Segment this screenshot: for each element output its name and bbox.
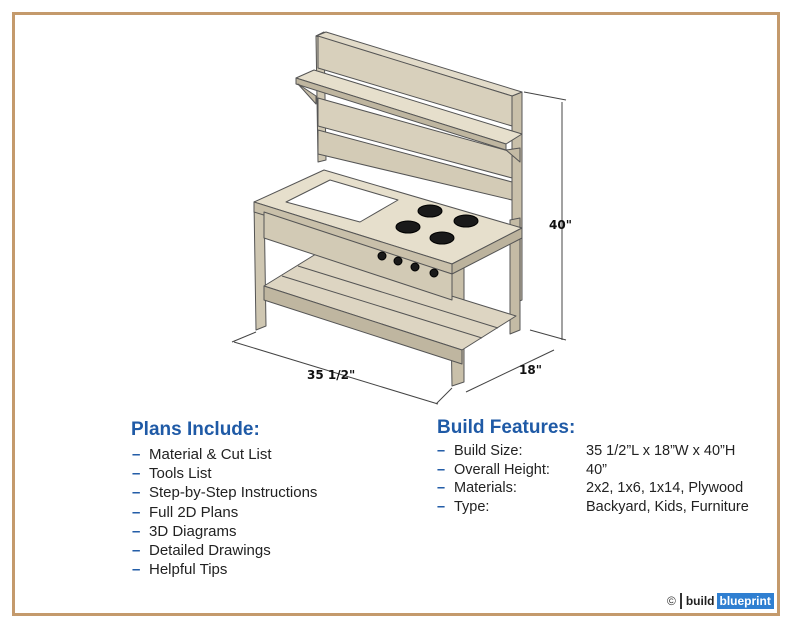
backboard-3 — [317, 129, 513, 201]
feature-row: –Type:Backyard, Kids, Furniture — [437, 498, 749, 515]
lower-shelf-front — [263, 285, 463, 365]
feature-label: Type: — [454, 498, 490, 515]
feature-value: 2x2, 1x6, 1x14, Plywood — [586, 480, 744, 496]
feature-value: 40” — [586, 461, 607, 478]
feature-value: Backyard, Kids, Furniture — [586, 498, 749, 515]
backboard-2 — [317, 97, 513, 179]
countertop-side — [451, 227, 523, 275]
sink-opening — [285, 179, 399, 223]
feature-label: Overall Height: — [454, 461, 550, 478]
feature-row: –Overall Height:40” — [437, 461, 607, 478]
feature-row: –Build Size:35 1/2”L x 18”W x 40”H — [437, 443, 736, 459]
list-item: –Tools List — [132, 465, 212, 483]
burner — [395, 220, 421, 234]
build-features-list: –Build Size:35 1/2”L x 18”W x 40”H –Over… — [437, 442, 749, 516]
feature-value: 35 1/2”L x 18”W x 40”H — [586, 443, 736, 459]
leg-back-right — [509, 217, 521, 335]
length-dimension-label: 35 1/2" — [307, 368, 356, 382]
feature-label: Materials: — [454, 480, 517, 496]
list-item: –3D Diagrams — [132, 522, 237, 540]
list-item: –Step-by-Step Instructions — [132, 484, 318, 502]
height-dimension-label: 40" — [549, 218, 572, 232]
shelf-bracket-left — [297, 83, 317, 105]
width-dimension-label: 18" — [519, 363, 542, 377]
plans-include-list: –Material & Cut List –Tools List –Step-b… — [132, 445, 317, 579]
feature-label: Build Size: — [454, 443, 523, 459]
page-border — [12, 12, 780, 616]
backboard-1 — [317, 35, 513, 127]
knob — [410, 262, 420, 272]
burner — [429, 231, 455, 245]
knob — [393, 256, 403, 266]
shelf-bracket-right — [505, 147, 521, 163]
knob — [429, 268, 439, 278]
plans-include-heading: Plans Include: — [131, 419, 260, 440]
width-dim-line — [465, 349, 555, 393]
mud-kitchen-drawing — [231, 31, 567, 405]
length-dim-line — [233, 341, 439, 405]
list-item: –Helpful Tips — [132, 561, 228, 579]
burner — [453, 214, 479, 228]
build-features-heading: Build Features: — [437, 417, 576, 438]
copyright-symbol: © — [667, 594, 676, 608]
list-item: –Full 2D Plans — [132, 503, 239, 521]
list-item: –Material & Cut List — [132, 446, 272, 463]
feature-row: –Materials:2x2, 1x6, 1x14, Plywood — [437, 480, 744, 496]
knob — [377, 251, 387, 261]
front-apron — [263, 211, 453, 301]
list-item: –Detailed Drawings — [132, 541, 271, 559]
burner — [417, 204, 443, 218]
